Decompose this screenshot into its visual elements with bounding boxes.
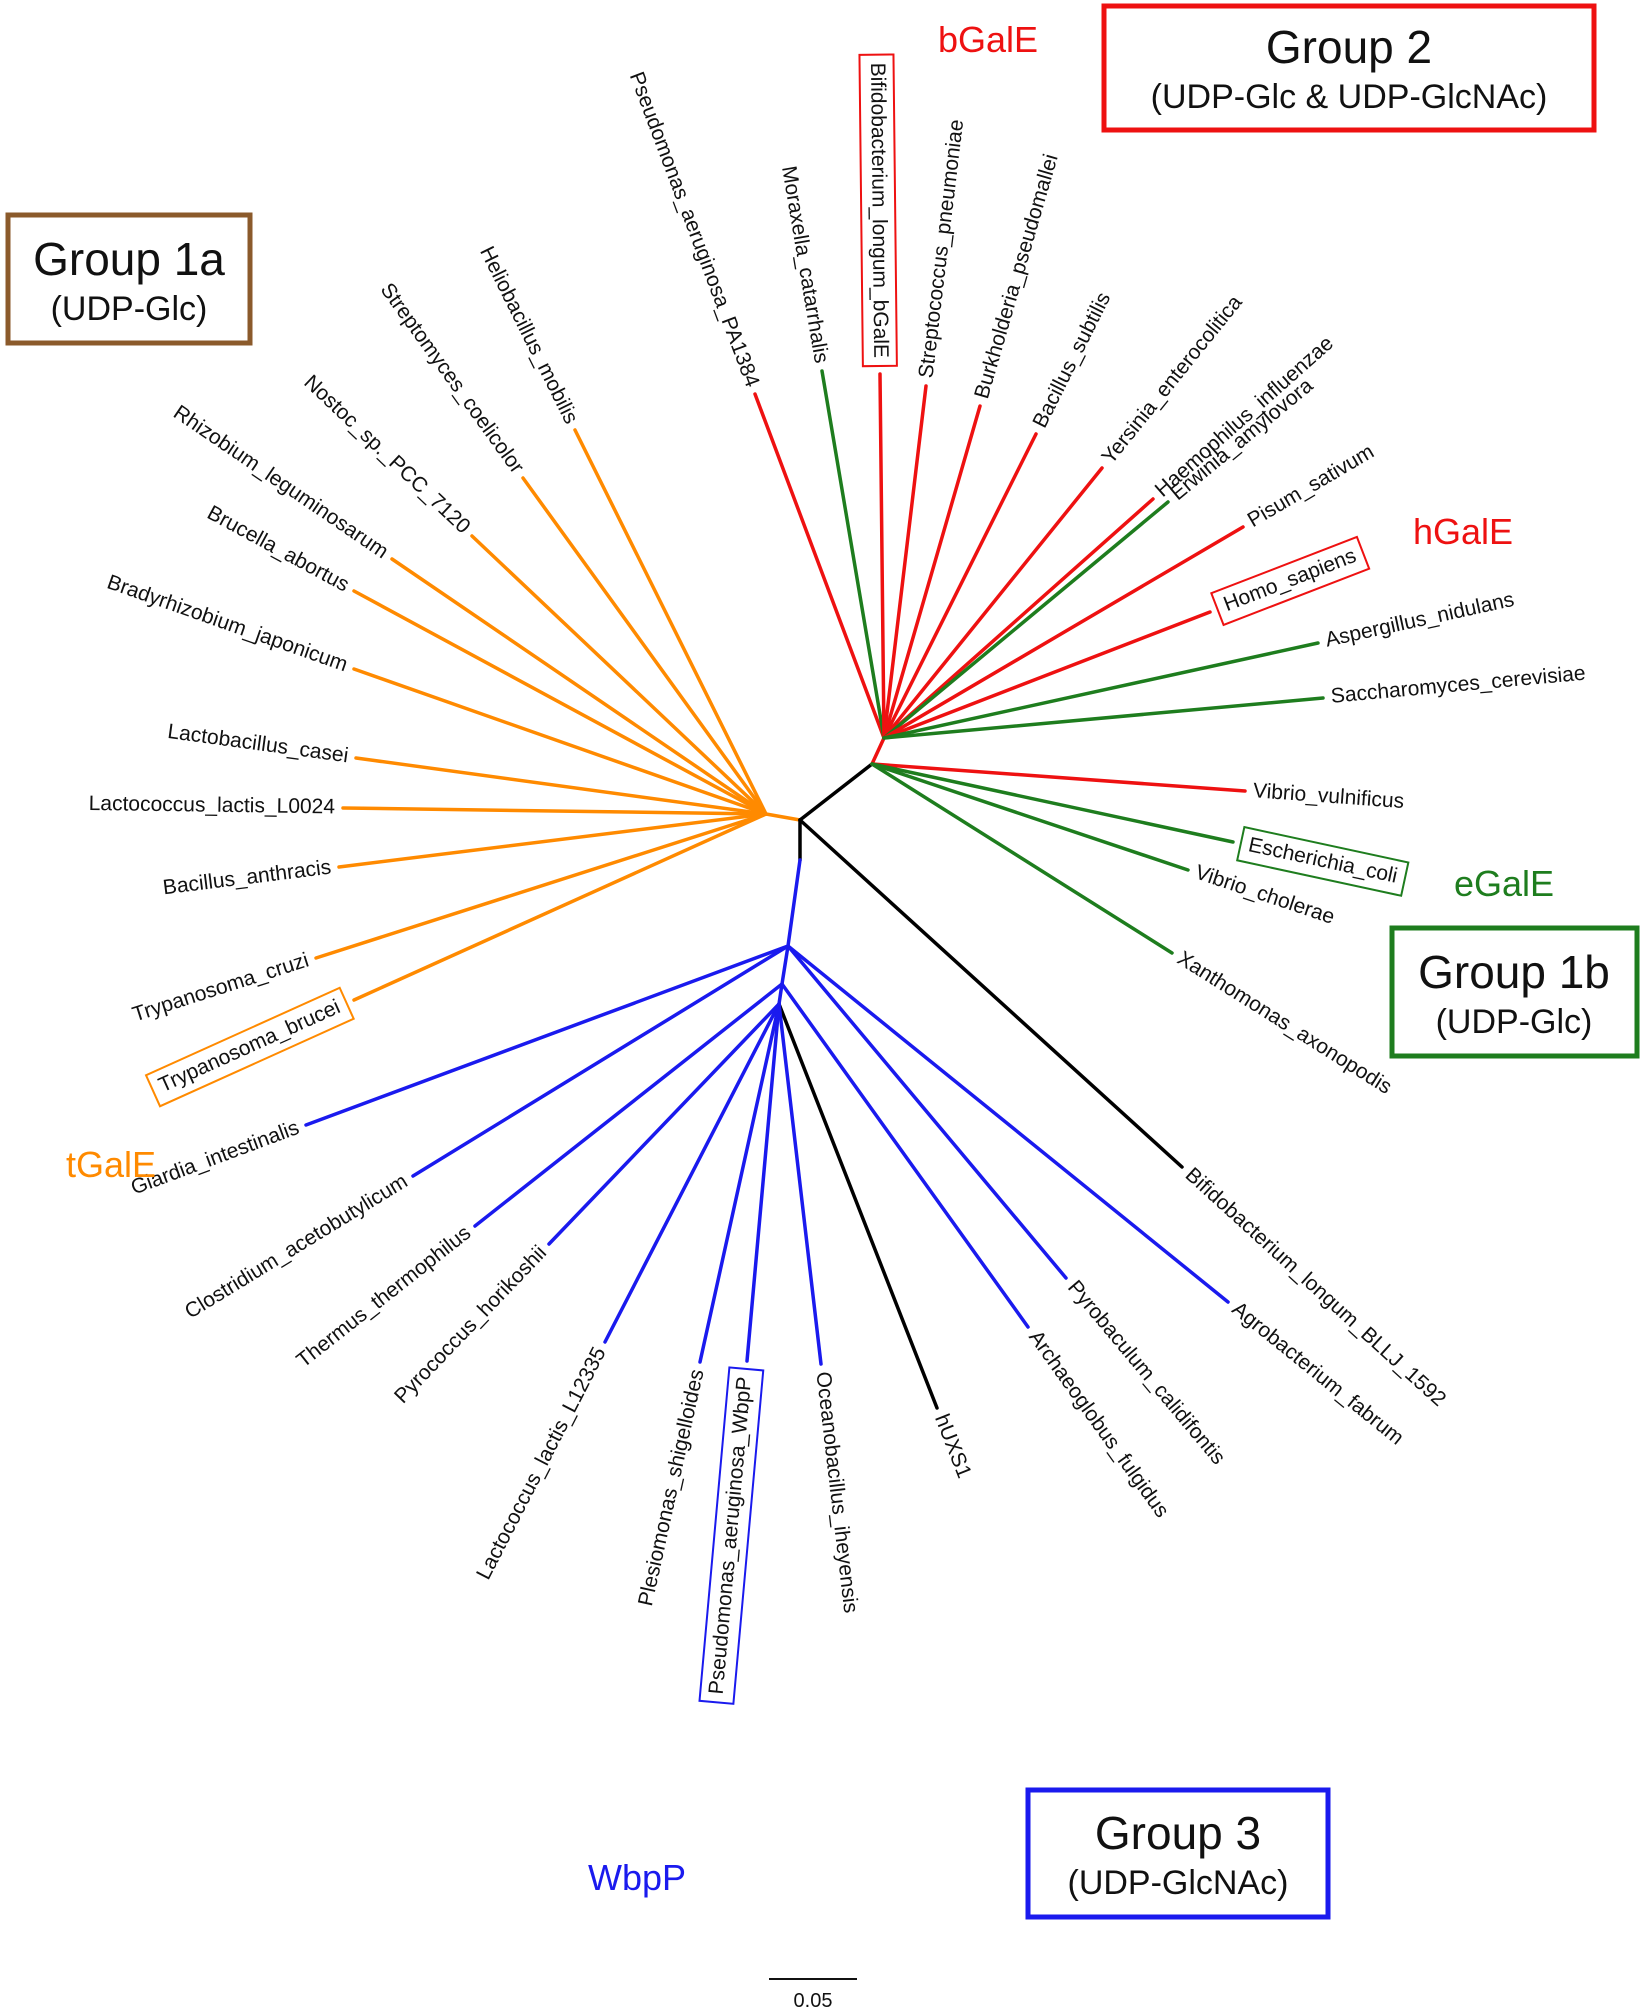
group-3-frame (1025, 1787, 1331, 1920)
leaf-highlight-box (1236, 825, 1410, 897)
callout-bgale: bGalE (938, 19, 1038, 60)
group-1a-box: Group 1a (UDP-Glc) (5, 212, 253, 346)
scale-bar: 0.05 (769, 1978, 857, 2012)
leaf-branch (882, 696, 1325, 740)
leaf-branch (473, 982, 784, 1228)
leaf-branch (882, 641, 1320, 740)
leaf-branch (870, 762, 1235, 844)
leaf-branch (698, 1002, 781, 1364)
leaf-branch (878, 372, 886, 740)
group-2-frame (1101, 3, 1597, 133)
leaf-branch (314, 812, 768, 960)
leaf-branch (354, 756, 768, 816)
leaf-branch (798, 818, 1184, 1169)
leaf-highlight-box (144, 986, 356, 1108)
group-3-subtitle: (UDP-GlcNAc) (1068, 1864, 1289, 1902)
leaf-branch (882, 404, 982, 740)
group-1b-box: Group 1b (UDP-Glc) (1389, 925, 1640, 1059)
leaf-branch (352, 667, 768, 816)
leaf-branch (573, 428, 768, 816)
internal-branch (786, 858, 802, 948)
leaf-branch (341, 806, 768, 816)
leaf-branch (352, 812, 768, 1002)
leaf-label: Lactococcus_lactis_L0024 (89, 792, 336, 818)
leaf-label-group: Bifidobacterium_longum_bGalE (858, 53, 898, 368)
group-2-subtitle: (UDP-Glc & UDP-GlcNAc) (1151, 78, 1548, 116)
leaf-branch (547, 1002, 781, 1246)
group-1a-title: Group 1a (33, 233, 225, 285)
leaf-branch (786, 944, 1230, 1304)
leaf-branch (882, 466, 1104, 740)
scale-bar-label: 0.05 (794, 1990, 833, 2012)
group-1b-title: Group 1b (1418, 946, 1610, 998)
leaf-branch (882, 610, 1212, 740)
leaf-highlight-box (858, 53, 898, 368)
leaf-label: Bifidobacterium_longum_bGalE (866, 63, 892, 359)
internal-branch (798, 762, 874, 822)
leaf-branch (753, 392, 886, 740)
leaf-branch (304, 944, 790, 1127)
callout-hgale: hGalE (1413, 511, 1513, 552)
leaf-highlight-box (1210, 535, 1371, 627)
leaf-branch (780, 982, 1030, 1329)
leaf-branch (603, 1002, 781, 1344)
callout-wbpp: WbpP (588, 1857, 686, 1898)
leaf-branch (870, 762, 1247, 793)
internal-branch (780, 944, 790, 986)
leaf-branch (777, 1002, 823, 1366)
leaf-branch (882, 500, 1170, 740)
leaf-branch (411, 944, 790, 1178)
leaf-branch (882, 525, 1245, 740)
internal-branches (764, 736, 886, 1006)
group-1a-frame (5, 212, 253, 346)
group-3-box: Group 3 (UDP-GlcNAc) (1025, 1787, 1331, 1920)
leaf-branch (820, 369, 886, 740)
group-1b-frame (1389, 925, 1640, 1059)
leaf-branch (777, 1002, 939, 1410)
group-3-title: Group 3 (1095, 1807, 1261, 1859)
group-2-box: Group 2 (UDP-Glc & UDP-GlcNAc) (1101, 3, 1597, 133)
leaf-branch (390, 557, 768, 816)
callout-egale: eGalE (1454, 863, 1554, 904)
internal-branch (764, 812, 802, 822)
leaf-branches (304, 369, 1325, 1410)
leaf-branch (882, 497, 1155, 740)
leaf-branch (882, 432, 1038, 740)
group-1a-subtitle: (UDP-Glc) (51, 290, 208, 328)
callout-tgale: tGalE (66, 1144, 156, 1185)
leaf-highlight-box (698, 1366, 765, 1705)
internal-branch (870, 736, 886, 766)
leaf-label-group: Lactococcus_lactis_L0024 (89, 792, 336, 818)
leaf-branch (521, 476, 768, 816)
leaf-branch (870, 762, 1190, 872)
group-1b-subtitle: (UDP-Glc) (1436, 1003, 1593, 1041)
internal-branch (777, 982, 784, 1006)
leaf-branch (870, 762, 1174, 955)
leaf-branch (745, 1002, 781, 1363)
leaf-branch (882, 384, 928, 740)
leaf-branch (337, 812, 768, 869)
leaf-branch (470, 534, 768, 816)
group-2-title: Group 2 (1266, 21, 1432, 73)
leaf-branch (786, 944, 1068, 1280)
leaf-branch (352, 589, 768, 816)
